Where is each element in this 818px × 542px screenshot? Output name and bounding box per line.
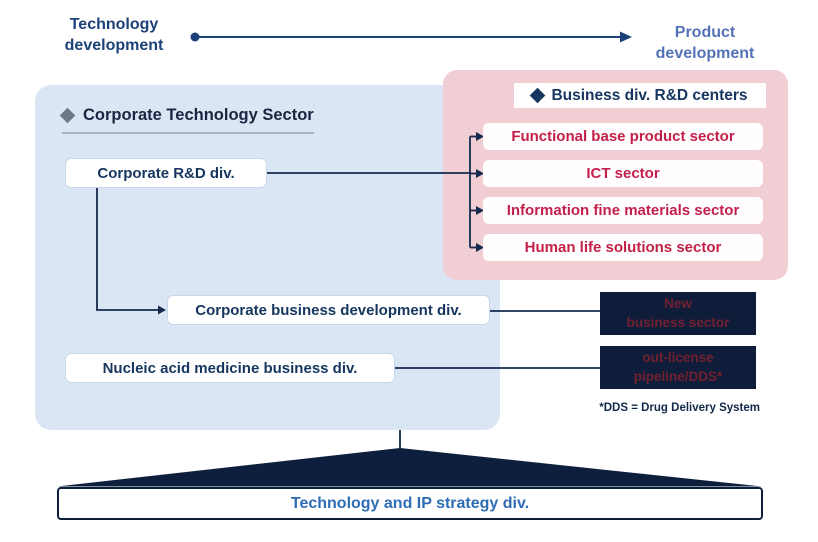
product-development-line1: Product	[674, 24, 736, 41]
new-business-line2: business sector	[626, 314, 730, 330]
corporate-business-development-div-box: Corporate business development div.	[167, 295, 490, 325]
flow-arrow	[190, 31, 632, 43]
flow-arrow-dot	[190, 32, 200, 42]
technology-development-line1: Technology	[69, 16, 159, 33]
flow-arrowhead-icon	[620, 31, 632, 43]
product-development-line2: development	[655, 45, 755, 63]
corporate-sector-title-text: Corporate Technology Sector	[83, 106, 314, 124]
technology-development-label: Technology development	[56, 14, 172, 56]
out-license-line2: pipeline/DDS*	[633, 368, 723, 384]
new-business-line1: New	[664, 296, 692, 312]
diamond-icon	[530, 87, 546, 104]
new-business-sector-box: New business sector	[600, 292, 756, 335]
diamond-icon	[59, 107, 76, 124]
corporate-sector-title: Corporate Technology Sector	[59, 106, 314, 134]
out-license-pipeline-box: out-license pipeline/DDS*	[600, 346, 756, 389]
out-license-line1: out-license	[642, 350, 714, 366]
business-rd-title-text: Business div. R&D centers	[551, 86, 748, 104]
sector-box-functional-base: Functional base product sector	[483, 123, 763, 150]
product-development-label: Product development	[642, 22, 768, 64]
business-rd-title: Business div. R&D centers	[514, 83, 766, 108]
sector-box-human-life-solutions: Human life solutions sector	[483, 234, 763, 261]
nucleic-acid-medicine-div-box: Nucleic acid medicine business div.	[65, 353, 395, 383]
sector-box-information-fine-materials: Information fine materials sector	[483, 197, 763, 224]
technology-development-line2: development	[64, 37, 164, 55]
sector-box-ict: ICT sector	[483, 160, 763, 187]
funnel-shape	[57, 448, 762, 487]
corporate-rd-div-box: Corporate R&D div.	[65, 158, 267, 188]
technology-ip-strategy-div-box: Technology and IP strategy div.	[57, 487, 763, 520]
dds-footnote: *DDS = Drug Delivery System	[599, 402, 760, 414]
